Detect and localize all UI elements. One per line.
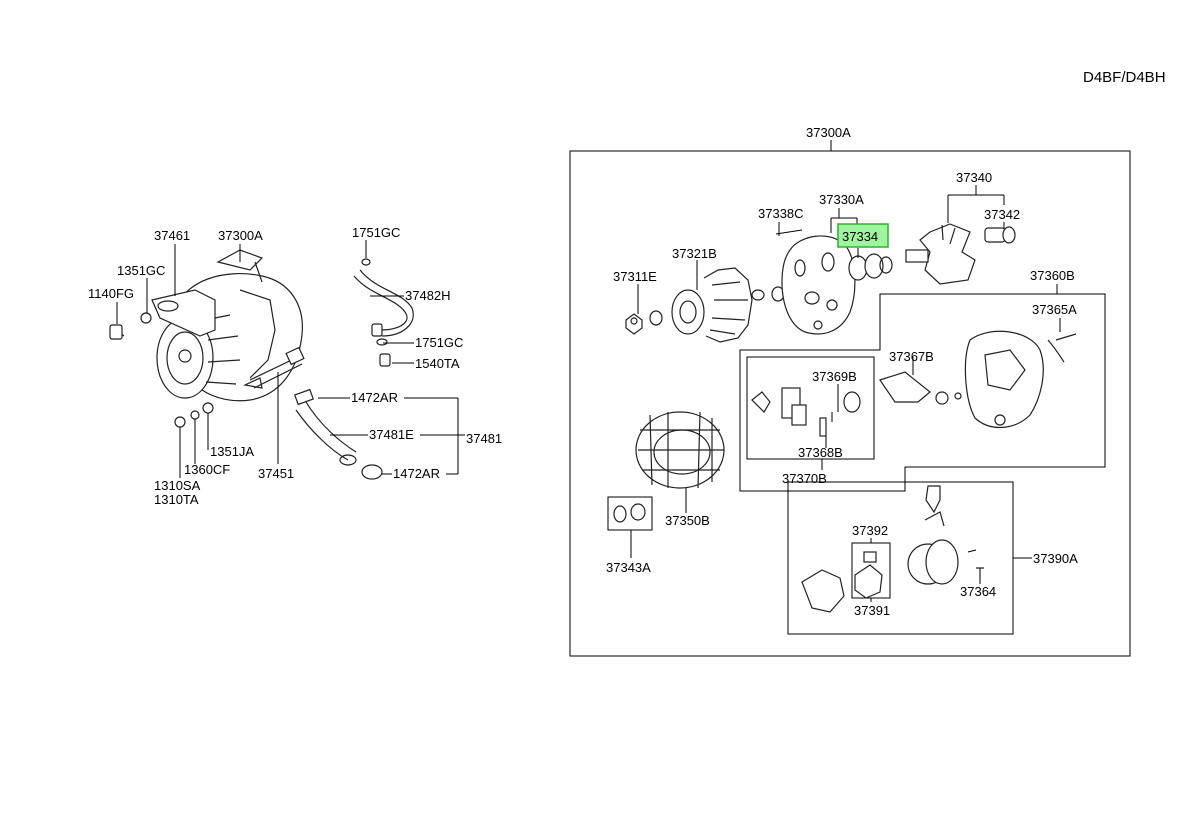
- engine-model-code: D4BF/D4BH: [1083, 69, 1166, 86]
- label-37482H[interactable]: 37482H: [405, 288, 451, 303]
- label-1472AR-bottom[interactable]: 1472AR: [393, 466, 440, 481]
- label-37364[interactable]: 37364: [960, 584, 996, 599]
- label-37368B[interactable]: 37368B: [798, 445, 843, 460]
- right-leader-lines: [630, 140, 1061, 602]
- label-1310SA[interactable]: 1310SA: [154, 478, 201, 493]
- label-37365A[interactable]: 37365A: [1032, 302, 1077, 317]
- label-1751GC-top[interactable]: 1751GC: [352, 225, 400, 240]
- label-37461[interactable]: 37461: [154, 228, 190, 243]
- label-1751GC-bottom[interactable]: 1751GC: [415, 335, 463, 350]
- label-37334[interactable]: 37334: [842, 229, 878, 244]
- label-37390A[interactable]: 37390A: [1033, 551, 1078, 566]
- label-37451[interactable]: 37451: [258, 466, 294, 481]
- hose-assembly-drawing: [294, 258, 414, 480]
- label-1351JA[interactable]: 1351JA: [210, 444, 254, 459]
- label-37343A[interactable]: 37343A: [606, 560, 651, 575]
- highlight-37334: [837, 223, 889, 248]
- label-1140FG[interactable]: 1140FG: [88, 286, 134, 301]
- label-37392[interactable]: 37392: [852, 523, 888, 538]
- label-37321B[interactable]: 37321B: [672, 246, 717, 261]
- label-37360B[interactable]: 37360B: [1030, 268, 1075, 283]
- hose-leader-lines: [318, 240, 465, 475]
- label-37300A-top[interactable]: 37300A: [806, 125, 851, 140]
- label-37370B[interactable]: 37370B: [782, 471, 827, 486]
- exploded-parts-drawing: [613, 223, 1077, 613]
- label-37300A-left[interactable]: 37300A: [218, 228, 263, 243]
- label-1360CF[interactable]: 1360CF: [184, 462, 230, 477]
- label-1351GC[interactable]: 1351GC: [117, 263, 165, 278]
- label-37338C[interactable]: 37338C: [758, 206, 804, 221]
- label-37391[interactable]: 37391: [854, 603, 890, 618]
- label-37367B[interactable]: 37367B: [889, 349, 934, 364]
- left-leader-lines: [116, 244, 279, 478]
- label-1310TA[interactable]: 1310TA: [154, 492, 199, 507]
- label-1472AR-top[interactable]: 1472AR: [351, 390, 398, 405]
- label-37481[interactable]: 37481: [466, 431, 502, 446]
- label-37340[interactable]: 37340: [956, 170, 992, 185]
- label-1540TA[interactable]: 1540TA: [415, 356, 460, 371]
- label-37350B[interactable]: 37350B: [665, 513, 710, 528]
- label-37330A[interactable]: 37330A: [819, 192, 864, 207]
- label-37481E[interactable]: 37481E: [369, 427, 414, 442]
- part-labels: 37300A 37461 37300A 1351GC 1140FG 1751GC…: [88, 125, 1078, 618]
- label-37342[interactable]: 37342: [984, 207, 1020, 222]
- label-37311E[interactable]: 37311E: [613, 269, 657, 284]
- label-37369B[interactable]: 37369B: [812, 369, 857, 384]
